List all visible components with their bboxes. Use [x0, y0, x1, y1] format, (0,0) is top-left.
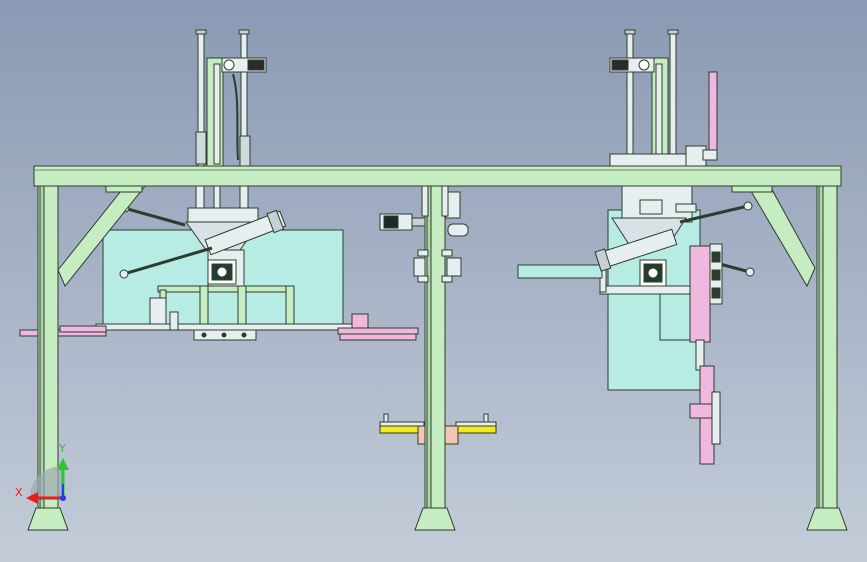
center-column-details — [417, 185, 453, 283]
center-foot — [414, 507, 456, 531]
right-foot — [806, 507, 848, 531]
coordinate-triad[interactable] — [26, 458, 69, 504]
top-beam — [33, 165, 842, 187]
center-yellow-bar-left — [379, 425, 425, 434]
right-pipe — [517, 264, 603, 279]
axis-x-label: X — [15, 486, 23, 499]
left-pink-slide-right — [337, 327, 419, 335]
right-vertical-slide-upper — [689, 245, 711, 343]
axis-x-arrow-icon — [26, 492, 63, 504]
center-yellow-bar-right — [455, 425, 497, 434]
left-brace — [57, 185, 147, 287]
right-brace — [747, 185, 816, 288]
right-station[interactable] — [517, 29, 755, 465]
axis-y-label: Y — [59, 442, 66, 455]
main-frame[interactable] — [27, 165, 848, 531]
right-guide-post-2 — [669, 31, 677, 167]
center-cylinder-cap — [447, 223, 469, 237]
triad-shadow-icon — [30, 466, 62, 498]
axis-z-dot-icon — [60, 484, 66, 501]
left-station[interactable] — [19, 29, 419, 341]
right-diagonal-cylinder — [594, 228, 678, 272]
left-diagonal-cylinder — [204, 209, 287, 256]
left-foot — [27, 507, 69, 531]
right-swing-plate — [708, 71, 718, 161]
right-guide-post-1 — [626, 31, 634, 167]
